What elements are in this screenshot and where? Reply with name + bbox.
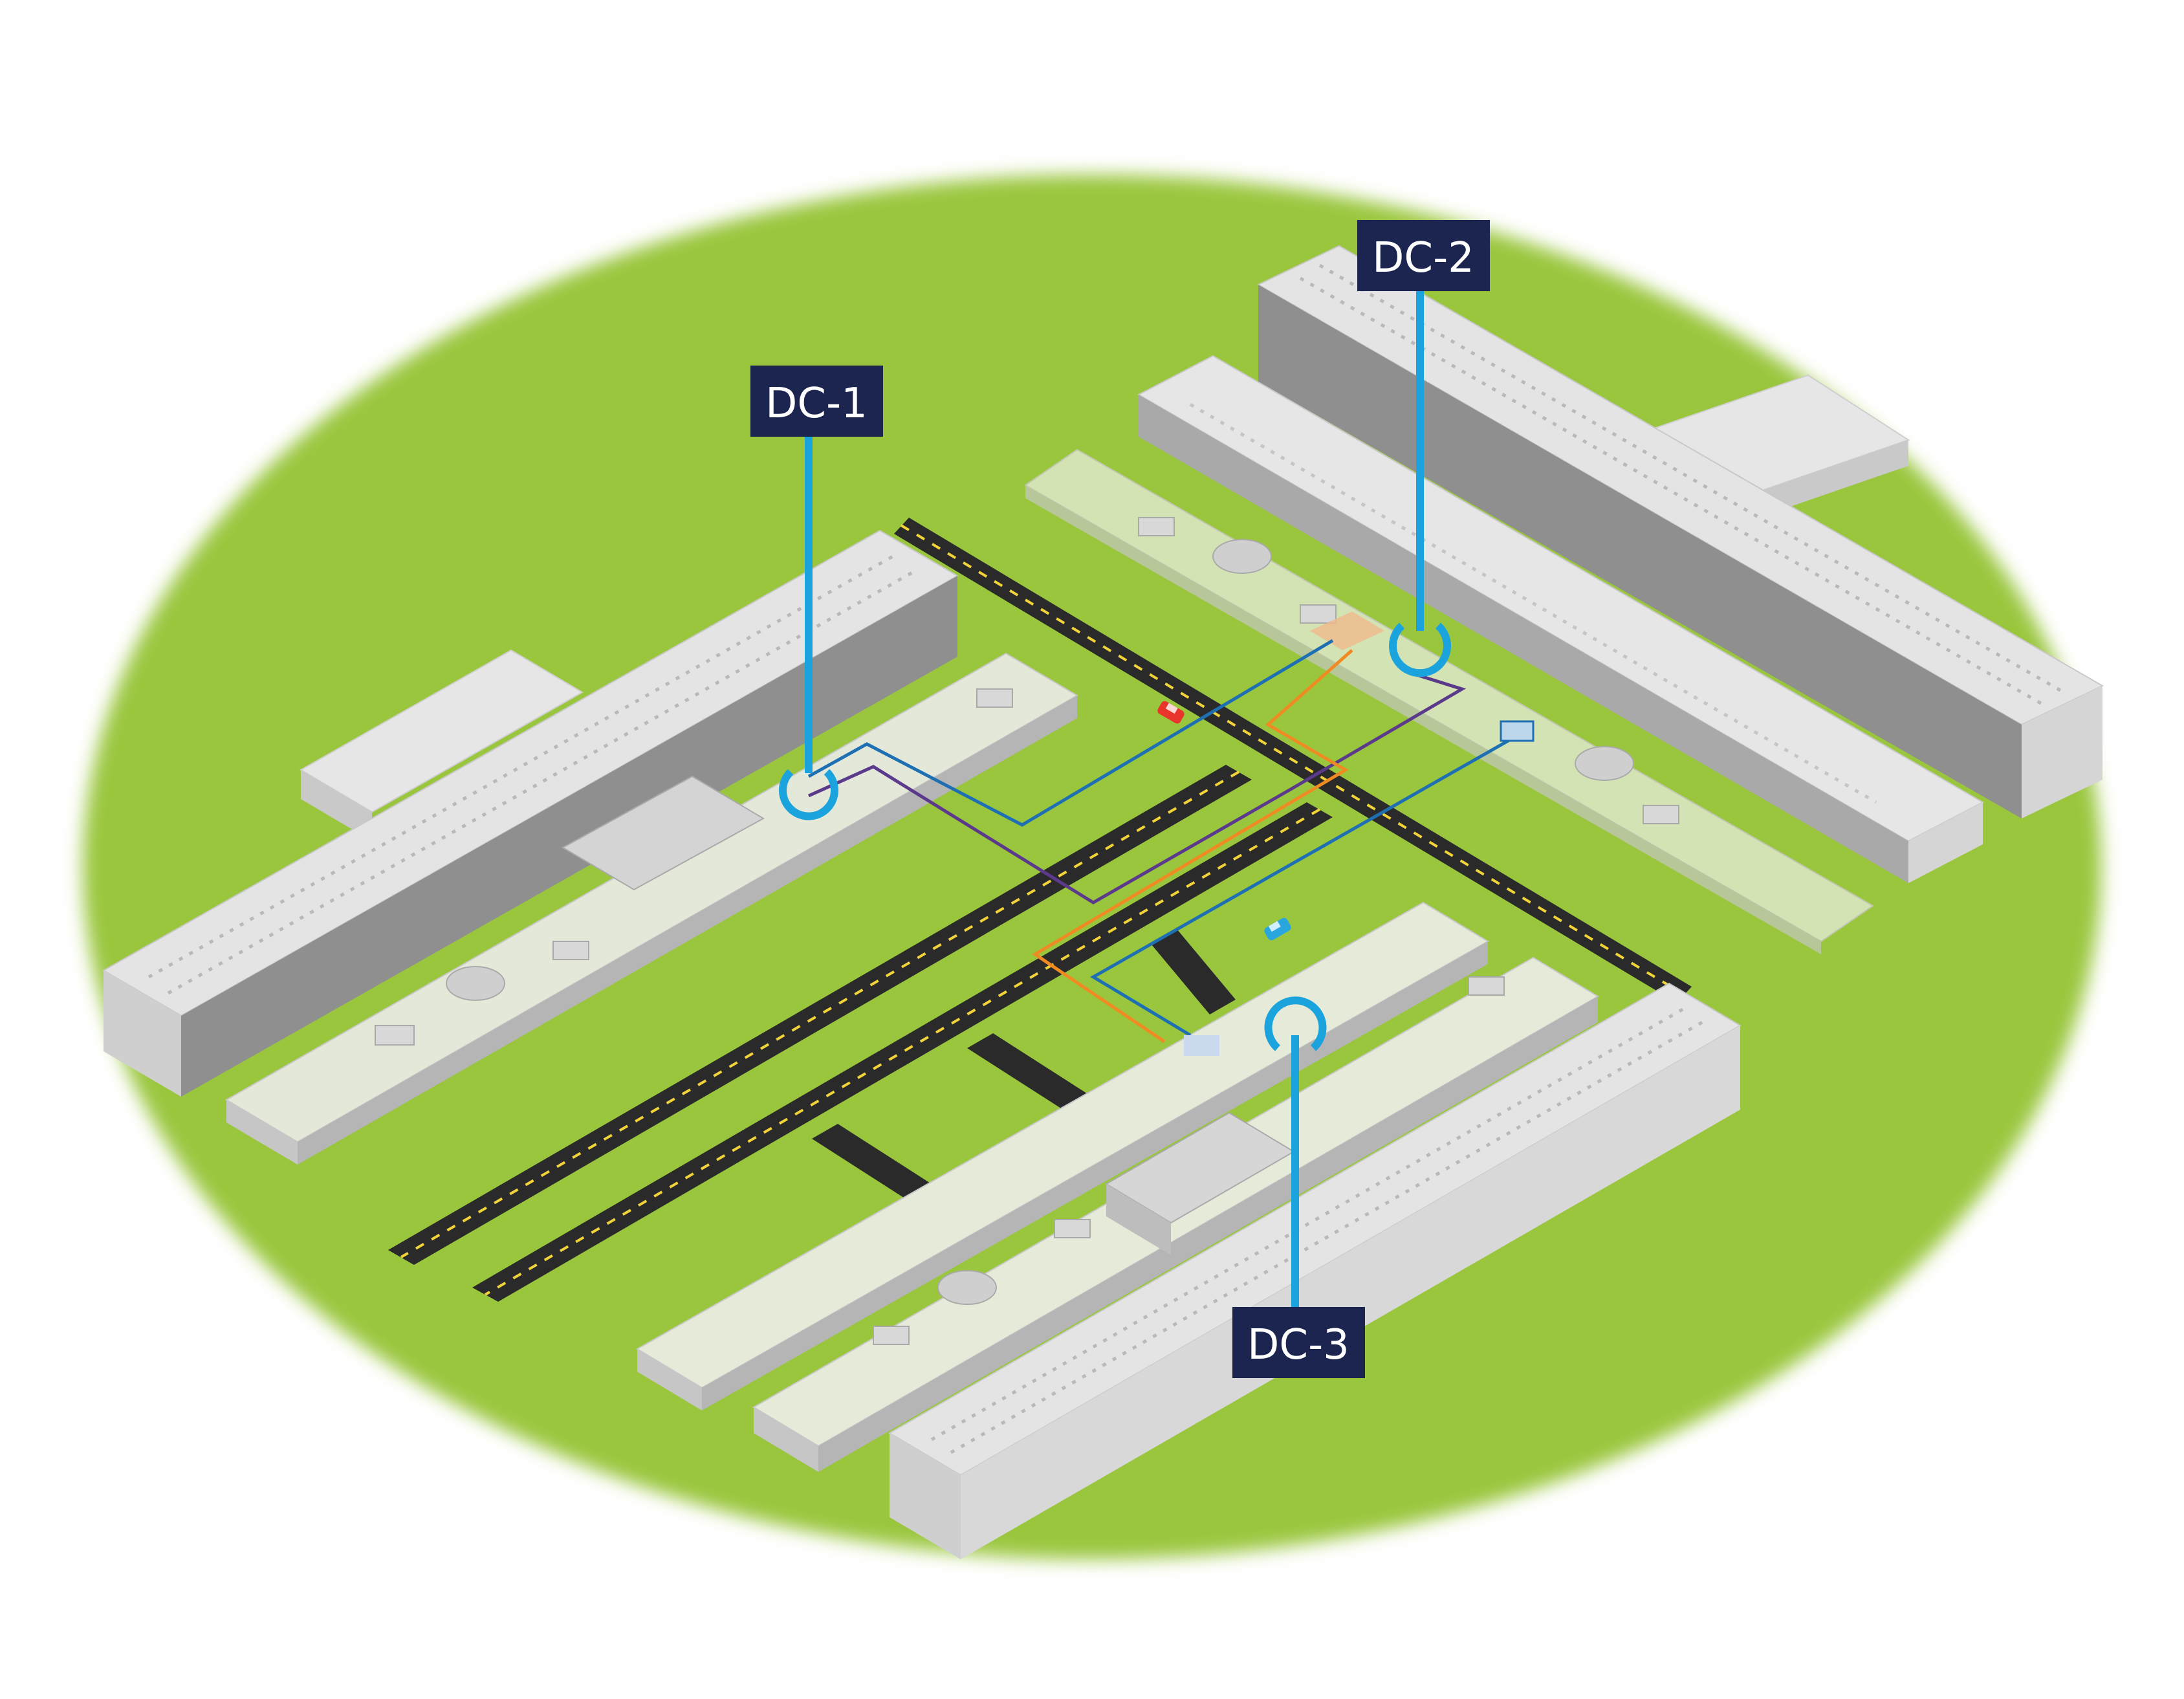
road-connector-3 — [812, 1124, 932, 1199]
road-network — [388, 518, 1692, 1302]
dc3-label-box — [1232, 1307, 1365, 1378]
dc3-pin-ring — [1264, 996, 1327, 1051]
fiber-route-blue-dc1-dc2 — [807, 639, 1334, 827]
dc2-pin-ring — [1389, 622, 1451, 677]
road-connector-1 — [1152, 930, 1236, 1014]
dc3-label: DC-3 — [1247, 1321, 1349, 1369]
dc1-label-box — [750, 366, 883, 437]
fiber-route-orange-dc2-dc3 — [1032, 649, 1353, 1044]
fiber-route-purple-dc1-dc2 — [807, 671, 1467, 904]
dc1-label: DC-1 — [765, 380, 868, 428]
fiber-routes — [807, 639, 1534, 1056]
dc2-marker[interactable]: DC-2 — [1357, 220, 1490, 677]
dc1-pin-ring — [779, 769, 838, 820]
fiber-route-blue-dc2-dc3 — [1090, 736, 1515, 1037]
car-blue — [1264, 917, 1291, 941]
road-connector-2 — [967, 1033, 1087, 1108]
road-south-2-dashes — [484, 808, 1321, 1296]
dc2-label-box — [1357, 220, 1490, 291]
road-main-dashes — [900, 524, 1685, 996]
dc1-campus — [102, 529, 1078, 1165]
car-red — [1157, 701, 1185, 724]
dc3-marker[interactable]: DC-3 — [1232, 996, 1365, 1378]
dc1-marker[interactable]: DC-1 — [750, 366, 883, 820]
dc2-campus — [1024, 245, 2104, 954]
road-south-1 — [388, 765, 1252, 1265]
dc2-label: DC-2 — [1372, 234, 1474, 282]
